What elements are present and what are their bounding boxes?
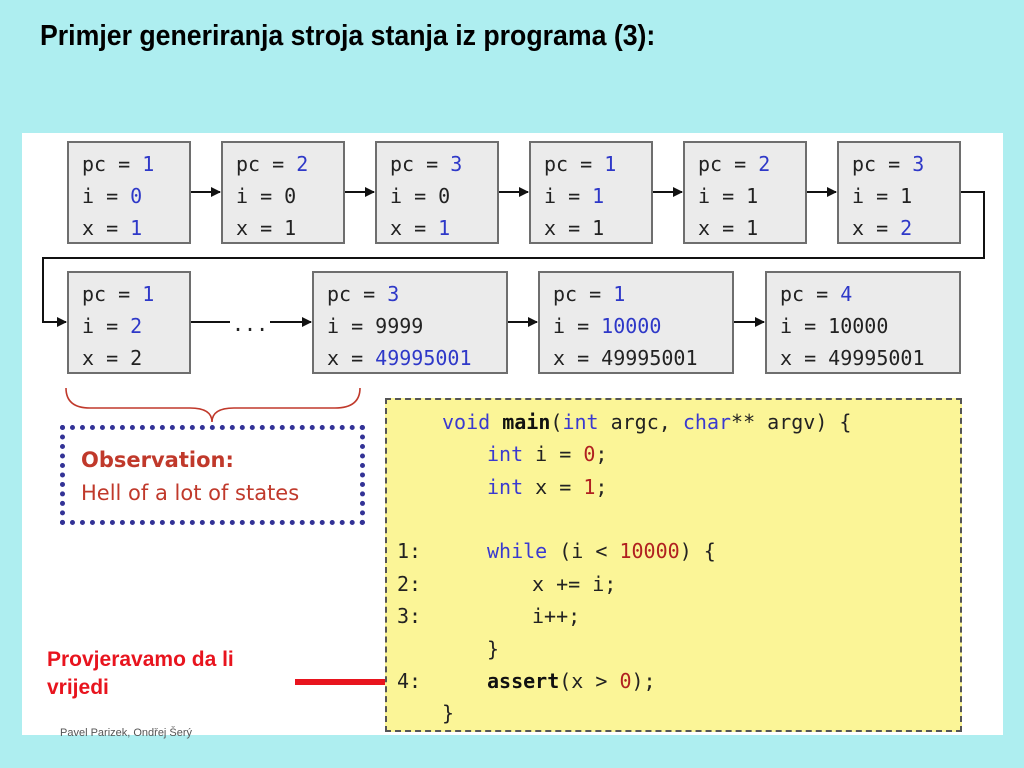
state-box: pc = 3 i = 1 x = 2 [837, 141, 961, 244]
annotation-note: Provjeravamo da li vrijedi [47, 646, 234, 702]
state-box: pc = 2 i = 0 x = 1 [221, 141, 345, 244]
state-box: pc = 4 i = 10000 x = 49995001 [765, 271, 961, 374]
state-box: pc = 1 i = 0 x = 1 [67, 141, 191, 244]
slide-title: Primjer generiranja stroja stanja iz pro… [40, 20, 656, 52]
state-box: pc = 3 i = 9999 x = 49995001 [312, 271, 508, 374]
code-line: while (i < 10000) { [487, 539, 716, 563]
observation-text: Hell of a lot of states [81, 481, 300, 505]
code-line: assert(x > 0); [487, 669, 656, 693]
code-line: } [487, 637, 500, 661]
code-line: x += i; [532, 572, 617, 596]
line-number: 1: [397, 539, 422, 563]
code-line: int i = 0; [487, 442, 608, 466]
wrap-arrow [42, 191, 985, 327]
state-box: pc = 1 i = 1 x = 1 [529, 141, 653, 244]
footer-credit: Pavel Parizek, Ondřej Šerý [60, 727, 193, 739]
observation-box: Observation: Hell of a lot of states [60, 425, 365, 525]
code-box: void main(int argc, char** argv) { int i… [385, 398, 962, 732]
code-line: int x = 1; [487, 475, 608, 499]
line-number: 4: [397, 669, 422, 693]
note-line: Provjeravamo da li [47, 648, 234, 671]
observation-title: Observation: [81, 448, 234, 472]
state-box: pc = 3 i = 0 x = 1 [375, 141, 499, 244]
state-box: pc = 2 i = 1 x = 1 [683, 141, 807, 244]
code-line: void main(int argc, char** argv) { [442, 410, 852, 434]
note-line: vrijedi [47, 676, 109, 699]
code-line: } [442, 701, 455, 725]
ellipsis: ... [230, 312, 271, 336]
line-number: 3: [397, 604, 422, 628]
state-box: pc = 1 i = 2 x = 2 [67, 271, 191, 374]
curly-brace [65, 387, 361, 423]
state-box: pc = 1 i = 10000 x = 49995001 [538, 271, 734, 374]
code-line: i++; [532, 604, 581, 628]
line-number: 2: [397, 572, 422, 596]
